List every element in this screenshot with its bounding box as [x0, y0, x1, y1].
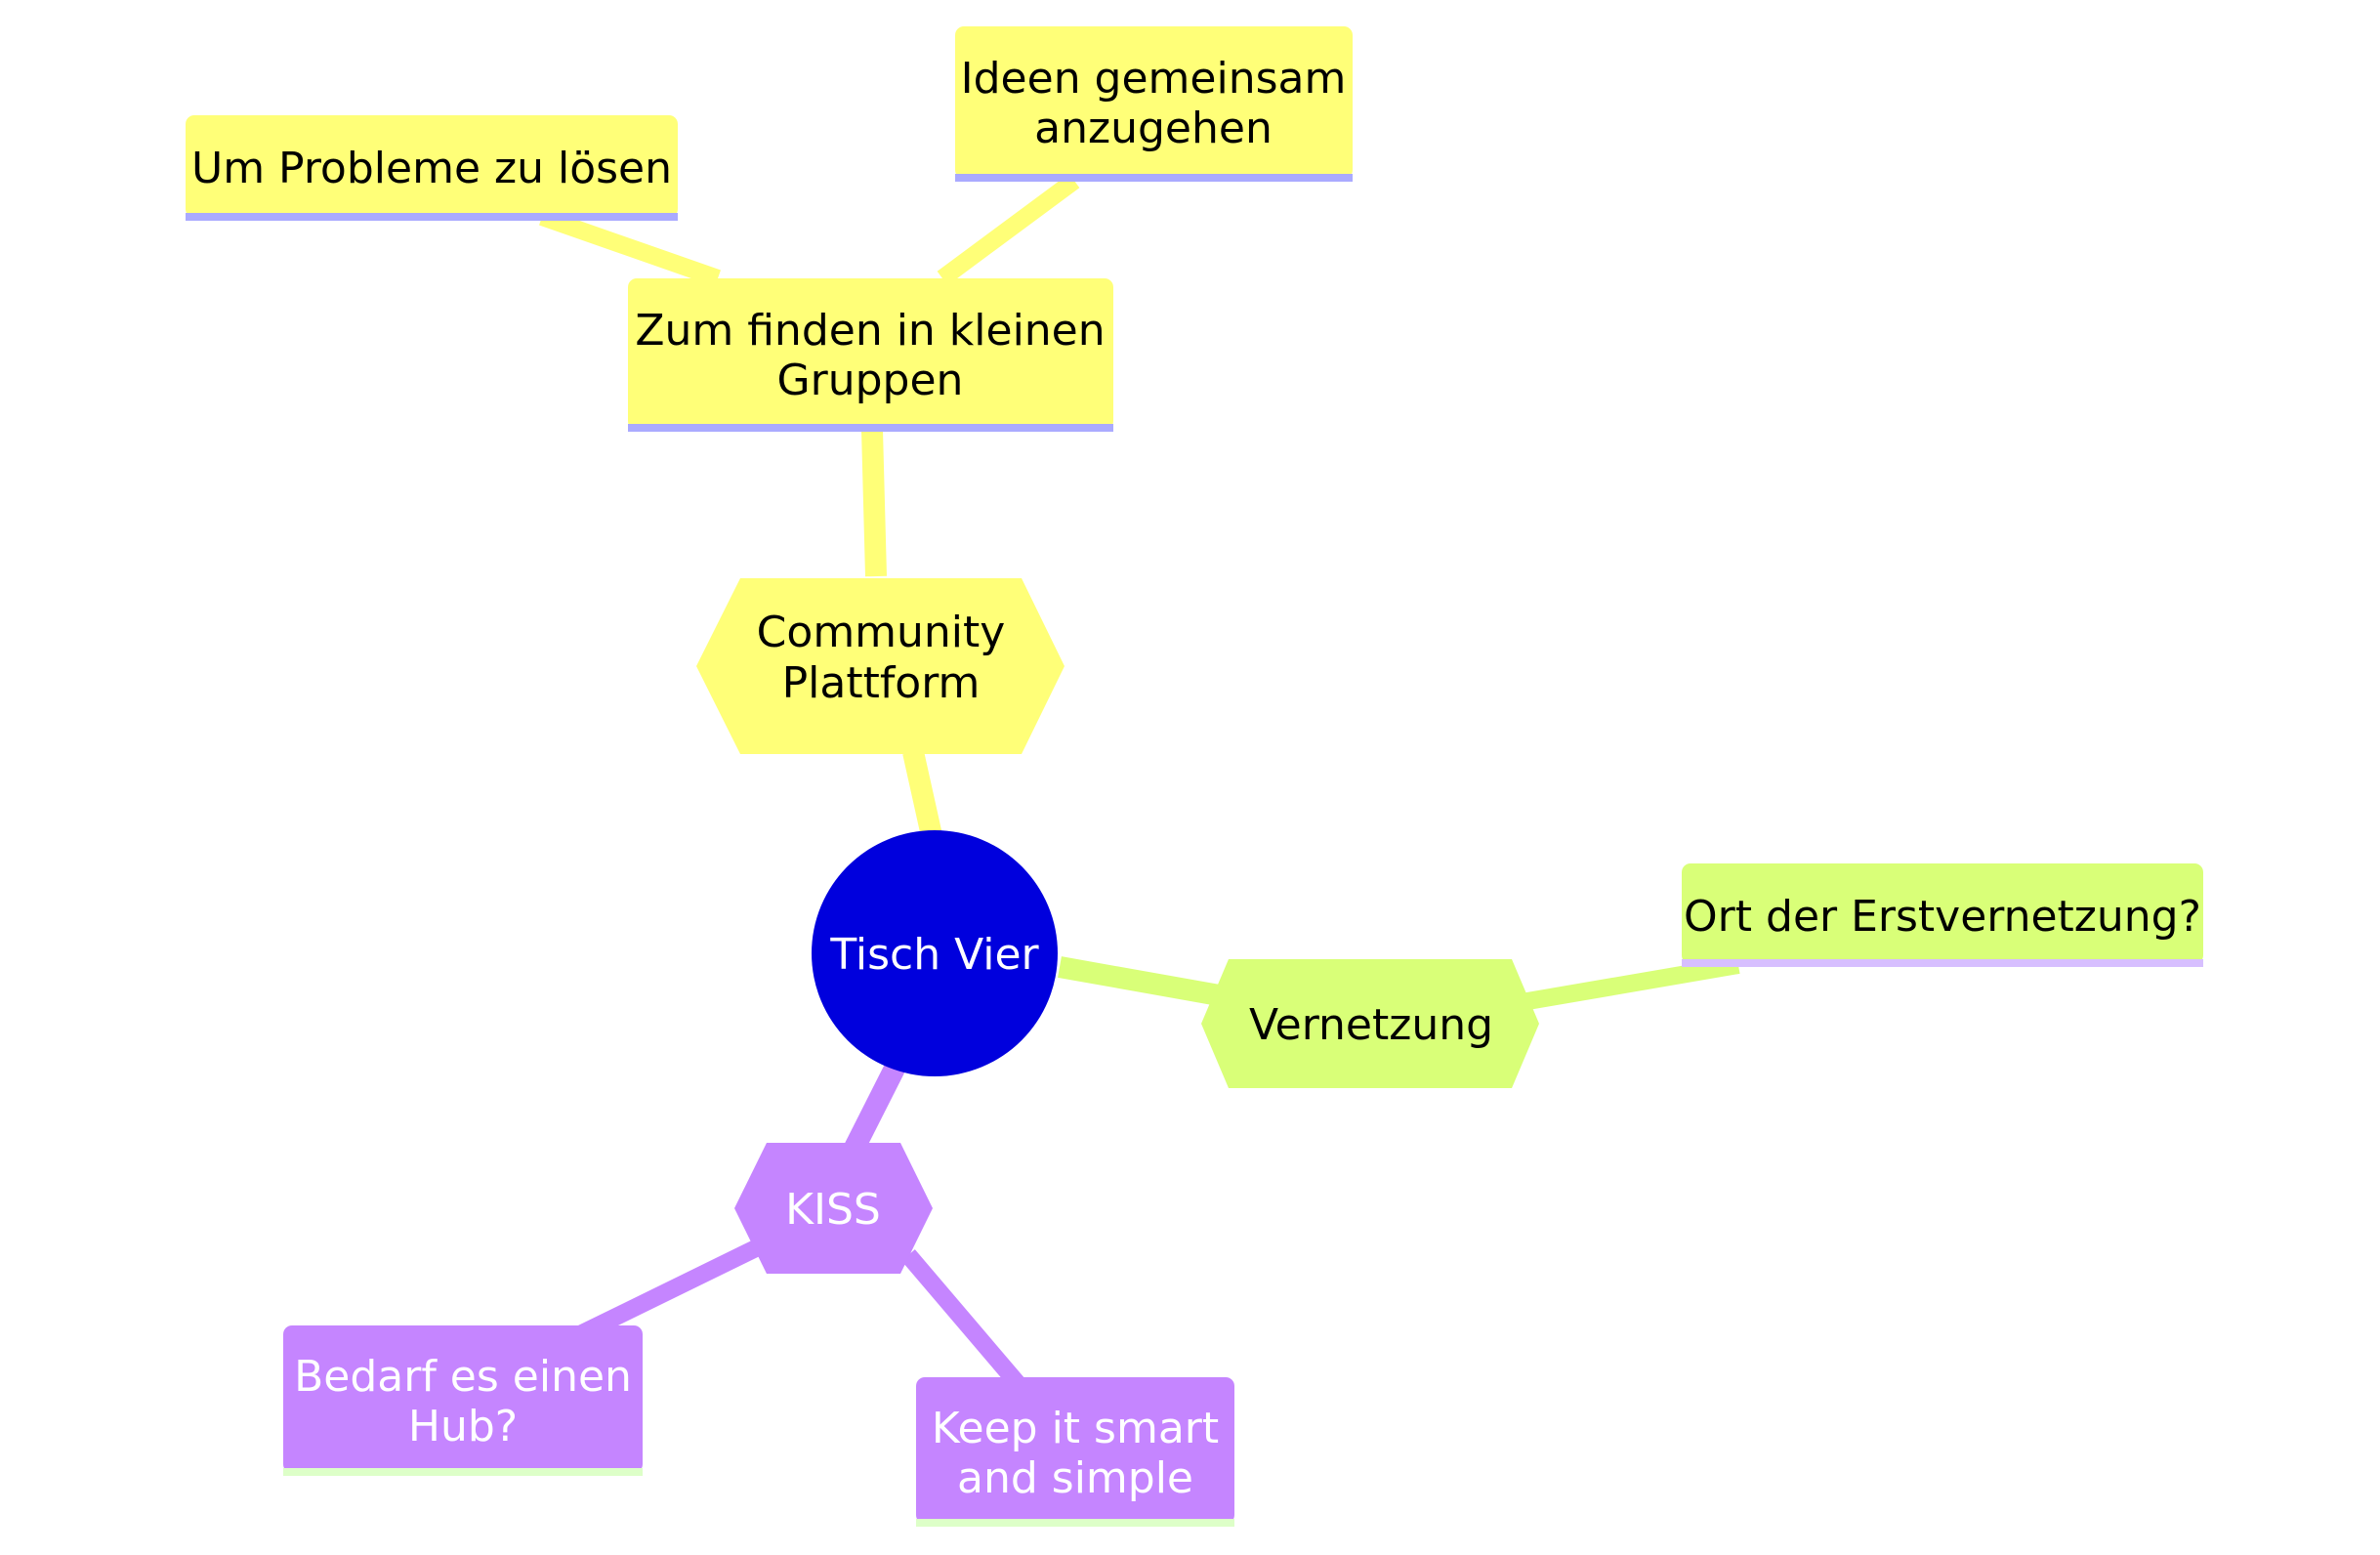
edge-community-groups — [861, 429, 887, 577]
node-label-line2: Gruppen — [777, 356, 964, 405]
node-vernetzung[interactable]: Vernetzung — [1201, 959, 1539, 1088]
node-label-line2: Plattform — [782, 658, 981, 708]
node-zum-finden[interactable]: Zum finden in kleinen Gruppen — [628, 278, 1113, 432]
edge-root-community — [902, 749, 943, 843]
edges — [539, 173, 1740, 1393]
node-ideen-gemeinsam[interactable]: Ideen gemeinsam anzugehen — [955, 26, 1353, 182]
edge-kiss-hub — [572, 1237, 766, 1345]
node-label: KISS — [785, 1185, 881, 1235]
node-label: Um Probleme zu lösen — [191, 144, 672, 193]
root-label: Tisch Vier — [829, 930, 1039, 980]
root-circle — [812, 830, 1058, 1076]
node-underline — [186, 213, 678, 221]
node-label: Vernetzung — [1249, 1000, 1493, 1050]
node-box — [955, 26, 1353, 179]
node-box — [186, 115, 678, 218]
node-box — [916, 1377, 1234, 1524]
node-underline — [916, 1519, 1234, 1527]
hexagon-shape — [734, 1143, 933, 1274]
node-label-line1: Ideen gemeinsam — [961, 54, 1347, 104]
node-community-plattform[interactable]: Community Plattform — [696, 578, 1065, 754]
node-label-line1: Community — [757, 608, 1006, 657]
hexagon-shape — [1201, 959, 1539, 1088]
node-root-tisch-vier[interactable]: Tisch Vier — [812, 830, 1058, 1076]
node-underline — [1682, 959, 2203, 967]
node-label-line1: Bedarf es einen — [294, 1352, 632, 1402]
node-box — [283, 1325, 643, 1473]
node-probleme-loesen[interactable]: Um Probleme zu lösen — [186, 115, 678, 221]
node-label-line2: Hub? — [408, 1402, 518, 1451]
node-bedarf-hub[interactable]: Bedarf es einen Hub? — [283, 1325, 643, 1476]
node-underline — [955, 174, 1353, 182]
node-label-line1: Zum finden in kleinen — [635, 306, 1105, 356]
node-underline — [283, 1468, 643, 1476]
node-label-line2: anzugehen — [1034, 104, 1273, 153]
node-kiss[interactable]: KISS — [734, 1143, 933, 1274]
edge-groups-problems — [539, 208, 721, 287]
edge-root-network — [1058, 956, 1237, 1009]
edge-groups-ideas — [937, 173, 1080, 286]
node-label-line2: and simple — [957, 1453, 1193, 1503]
edge-network-leaf — [1497, 956, 1740, 1015]
node-box — [1682, 863, 2203, 964]
node-box — [628, 278, 1113, 430]
hexagon-shape — [696, 578, 1065, 754]
node-label-line1: Keep it smart — [932, 1404, 1219, 1453]
node-keep-it-smart[interactable]: Keep it smart and simple — [916, 1377, 1234, 1527]
edge-kiss-simple — [901, 1249, 1027, 1393]
node-underline — [628, 424, 1113, 432]
edge-root-kiss — [840, 1060, 906, 1162]
node-label: Ort der Erstvernetzung? — [1684, 892, 2201, 942]
node-erstvernetzung[interactable]: Ort der Erstvernetzung? — [1682, 863, 2203, 967]
